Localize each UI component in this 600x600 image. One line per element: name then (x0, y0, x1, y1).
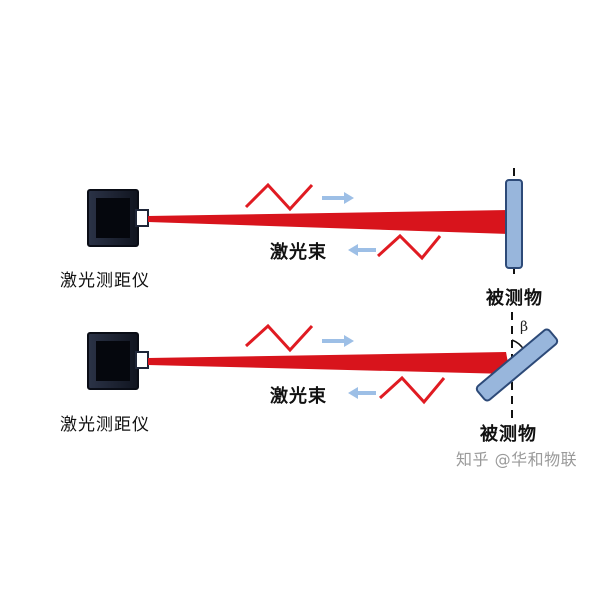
target-plate (475, 328, 559, 402)
target-label: 被测物 (480, 424, 537, 445)
laser-beam (148, 210, 510, 234)
return-wave-icon (376, 233, 442, 261)
device-label: 激光测距仪 (60, 415, 150, 435)
outgoing-arrow-icon (322, 192, 354, 204)
outgoing-arrow-icon (322, 335, 354, 347)
angle-beta-label: β (520, 319, 529, 335)
target-plate (505, 179, 523, 269)
beam-label: 激光束 (270, 242, 327, 263)
rangefinder-device-icon (87, 332, 149, 390)
device-label: 激光测距仪 (60, 271, 150, 291)
laser-beam (148, 352, 510, 374)
rangefinder-device-icon (87, 189, 149, 247)
scene-1 (87, 168, 523, 280)
beam-label: 激光束 (270, 386, 327, 407)
watermark: 知乎 @华和物联 (456, 450, 578, 469)
outgoing-wave-icon (244, 182, 314, 212)
scene-2 (87, 312, 559, 422)
return-wave-icon (378, 375, 446, 405)
outgoing-wave-icon (244, 323, 314, 353)
return-arrow-icon (348, 387, 376, 399)
return-arrow-icon (348, 244, 376, 256)
target-label: 被测物 (486, 288, 543, 309)
